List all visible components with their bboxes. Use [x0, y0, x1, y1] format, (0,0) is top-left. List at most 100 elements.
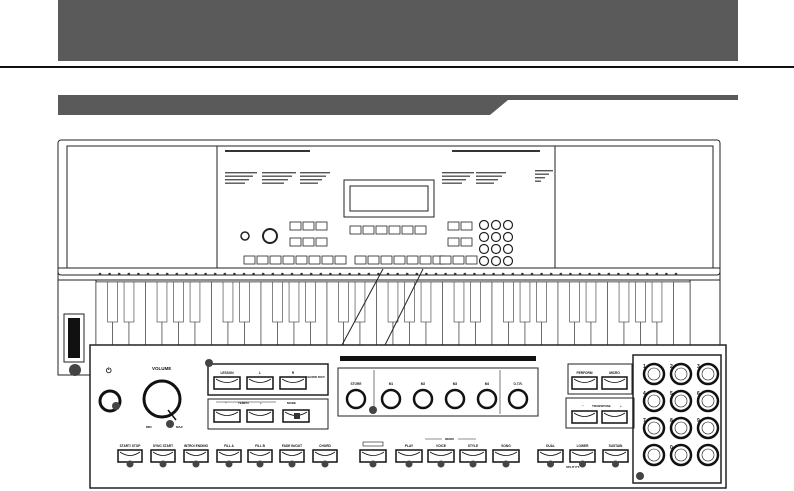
mini-number-button[interactable]	[502, 255, 514, 267]
mini-button[interactable]	[282, 255, 295, 265]
mini-button[interactable]	[439, 255, 452, 265]
transpose-down-button[interactable]	[571, 410, 598, 424]
memory-knob-5[interactable]: O.T.R.	[507, 382, 529, 410]
accomp-button-5[interactable]: FADE IN/OUT	[279, 444, 305, 468]
right-bottom-button-1[interactable]: LOWER	[569, 444, 596, 468]
black-key[interactable]	[338, 281, 349, 323]
mini-number-button[interactable]	[502, 219, 514, 231]
numpad-key-control[interactable]	[696, 416, 720, 440]
black-key[interactable]	[123, 281, 135, 323]
mini-button[interactable]	[289, 221, 302, 231]
numpad-key-control[interactable]	[642, 389, 666, 413]
mini-button[interactable]	[243, 255, 256, 265]
tempo-down-button-key[interactable]	[213, 409, 241, 423]
numpad-key-control[interactable]	[669, 443, 693, 467]
memory-knob-2[interactable]: M2	[412, 382, 434, 410]
lesson-button-0[interactable]: LESSON	[213, 371, 241, 390]
memory-knob-control[interactable]	[444, 388, 466, 410]
lesson-button-1-key[interactable]	[246, 376, 274, 390]
play-row-button-2[interactable]: VOICE	[427, 444, 455, 468]
black-key[interactable]	[272, 281, 283, 323]
numpad-key-9[interactable]	[642, 443, 666, 467]
memory-knob-control[interactable]	[345, 388, 367, 410]
black-key[interactable]	[222, 281, 234, 323]
black-key[interactable]	[173, 281, 184, 323]
mini-number-button[interactable]	[490, 219, 502, 231]
mini-number-button[interactable]	[478, 231, 490, 243]
white-key[interactable]	[673, 281, 691, 348]
right-bottom-button-0-key[interactable]	[537, 449, 564, 463]
mini-button[interactable]	[256, 255, 269, 265]
black-key[interactable]	[239, 281, 250, 323]
numpad-key-control[interactable]	[696, 443, 720, 467]
accomp-button-5-key[interactable]	[279, 449, 305, 463]
mini-button[interactable]	[452, 255, 465, 265]
accomp-button-6[interactable]: CHORD	[312, 444, 338, 468]
right-top-button-1-key[interactable]	[601, 376, 628, 390]
numpad-key-1[interactable]: 2	[669, 362, 693, 386]
mini-power-button[interactable]	[240, 231, 250, 241]
black-key[interactable]	[107, 281, 118, 323]
black-key[interactable]	[387, 281, 399, 323]
numpad-key-control[interactable]	[669, 362, 693, 386]
black-key[interactable]	[618, 281, 630, 323]
mini-number-button[interactable]	[478, 255, 490, 267]
numpad-key-control[interactable]	[642, 443, 666, 467]
black-key[interactable]	[536, 281, 547, 323]
transpose-up-button[interactable]	[601, 410, 628, 424]
mini-button[interactable]	[393, 255, 406, 265]
numpad-key-control[interactable]	[696, 362, 720, 386]
play-row-button-0[interactable]	[359, 441, 387, 468]
mini-button[interactable]	[362, 225, 375, 235]
tempo-down-button[interactable]	[213, 409, 241, 423]
memory-knob-control[interactable]	[412, 388, 434, 410]
mini-number-button[interactable]	[478, 219, 490, 231]
lesson-button-2-key[interactable]	[279, 376, 307, 390]
black-key[interactable]	[288, 281, 300, 323]
lesson-button-0-key[interactable]	[213, 376, 241, 390]
mode-button[interactable]	[282, 409, 310, 423]
mini-button[interactable]	[295, 255, 308, 265]
numpad-key-control[interactable]	[669, 389, 693, 413]
accomp-button-4-key[interactable]	[247, 449, 273, 463]
mini-button[interactable]	[388, 225, 401, 235]
black-key[interactable]	[635, 281, 646, 323]
black-key[interactable]	[420, 281, 432, 323]
right-bottom-button-0[interactable]: DUAL	[537, 444, 564, 468]
mini-button[interactable]	[375, 225, 388, 235]
numpad-key-2[interactable]: 3	[696, 362, 720, 386]
accomp-button-0-key[interactable]	[117, 449, 143, 463]
mini-button[interactable]	[406, 255, 419, 265]
mini-number-button[interactable]	[490, 231, 502, 243]
accomp-button-2[interactable]: INTRO/ ENDING	[183, 444, 209, 468]
numpad-key-11[interactable]	[696, 443, 720, 467]
memory-knob-1[interactable]: M1	[380, 382, 402, 410]
mini-button[interactable]	[308, 255, 321, 265]
black-key[interactable]	[354, 281, 366, 323]
numpad-key-7[interactable]: 8	[669, 416, 693, 440]
accomp-button-6-key[interactable]	[312, 449, 338, 463]
memory-knob-control[interactable]	[380, 388, 402, 410]
accomp-button-1[interactable]: SYNC START	[150, 444, 176, 468]
mini-button[interactable]	[349, 225, 362, 235]
mini-button[interactable]	[447, 237, 460, 247]
numpad-key-3[interactable]: 4	[642, 389, 666, 413]
black-key[interactable]	[156, 281, 168, 323]
play-row-button-1[interactable]: PLAY	[395, 444, 423, 468]
black-key[interactable]	[453, 281, 465, 323]
memory-knob-control[interactable]	[476, 388, 498, 410]
black-key[interactable]	[569, 281, 580, 323]
right-bottom-button-1-key[interactable]	[569, 449, 596, 463]
accomp-button-3-key[interactable]	[216, 449, 242, 463]
mini-button[interactable]	[334, 255, 347, 265]
numpad-key-control[interactable]	[696, 389, 720, 413]
play-row-button-1-key[interactable]	[395, 449, 423, 463]
numpad-key-5[interactable]: 6	[696, 389, 720, 413]
play-row-button-3[interactable]: STYLE	[459, 444, 487, 468]
mini-volume-knob[interactable]	[262, 228, 278, 244]
mini-number-button[interactable]	[502, 243, 514, 255]
numpad-key-4[interactable]: 5	[669, 389, 693, 413]
numpad-key-0[interactable]: 1	[642, 362, 666, 386]
numpad-key-control[interactable]	[642, 416, 666, 440]
mini-button[interactable]	[315, 237, 328, 247]
